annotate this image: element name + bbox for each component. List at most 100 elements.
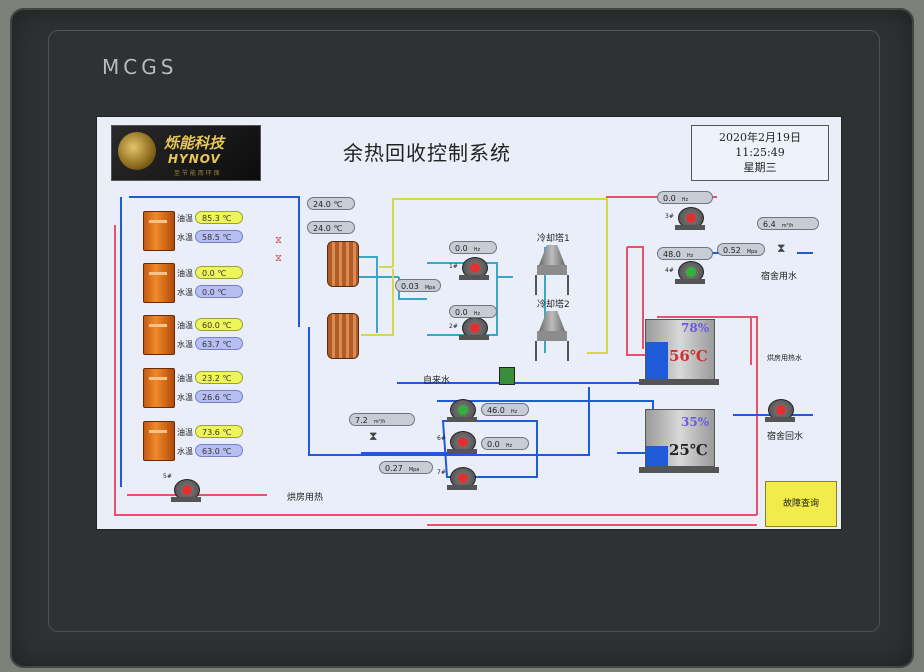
lower-tank-base [639, 467, 719, 473]
brand-label: MCGS [102, 55, 178, 79]
pump-tag: 5# [163, 473, 172, 480]
water-temp-value: 0.0 ℃ [195, 285, 243, 298]
main-pressure-value: 0.03 [401, 282, 419, 291]
upper-tank-base [639, 379, 719, 385]
heater-unit [143, 368, 175, 408]
lower-tank-level-bar [646, 446, 668, 466]
pump-2[interactable] [459, 317, 489, 341]
heat-exchanger-2 [327, 313, 359, 359]
pump-1-hz-value: 0.0 [455, 244, 468, 253]
pump-7[interactable] [447, 467, 477, 491]
time-text: 11:25:49 [735, 146, 785, 159]
lower-pump-frequency: 46.0 Hz [481, 403, 529, 416]
lower-water-tank [645, 409, 715, 467]
upper-tank-level: 78% [681, 321, 710, 335]
pump-2-hz-value: 0.0 [455, 308, 468, 317]
pump-1[interactable] [459, 257, 489, 281]
lower-pressure-value: 0.27 [385, 464, 403, 473]
water-temp-label: 水温 [177, 340, 193, 349]
heater-unit [143, 263, 175, 303]
pump-3[interactable] [675, 207, 705, 231]
bezel-inner-frame [48, 30, 880, 632]
pump-tag: 2# [449, 323, 458, 330]
hz-unit: Hz [510, 409, 518, 415]
tap-water-label: 自来水 [423, 376, 451, 386]
dorm-water-label: 宿舍用水 [761, 272, 798, 282]
valve-icon[interactable]: ⧖ [275, 253, 283, 264]
fault-query-button[interactable]: 故障查询 [765, 481, 837, 527]
oil-temp-value: 23.2 ℃ [195, 371, 243, 384]
lower-pump2-hz-value: 0.0 [487, 440, 500, 449]
lower-flow-meter: 7.2 m³/h [349, 413, 415, 426]
water-temp-value: 26.6 ℃ [195, 390, 243, 403]
weekday-text: 星期三 [743, 161, 777, 174]
oil-temp-label: 油温 [177, 269, 193, 278]
date-text: 2020年2月19日 [719, 131, 801, 144]
hmi-screen: 烁能科技 HYNOV 至 节 能 而 环 保 余热回收控制系统 2020年2月1… [96, 116, 842, 530]
lower-pump-hz-value: 46.0 [487, 406, 505, 415]
oil-temp-value: 85.3 ℃ [195, 211, 243, 224]
heat-exchanger-1 [327, 241, 359, 287]
pump-1-frequency: 0.0 Hz [449, 241, 497, 254]
dorm-return-label: 宿舍回水 [767, 432, 804, 442]
pump-tag: 4# [665, 267, 674, 274]
heater-unit [143, 315, 175, 355]
cooling-tower-1 [535, 245, 569, 295]
upper-tank-level-bar [646, 342, 668, 380]
cooling-tower-1-label: 冷却塔1 [537, 234, 570, 244]
hx-temp-1: 24.0 ℃ [307, 197, 355, 210]
pump-tag: 7# [437, 469, 446, 476]
oil-temp-label: 油温 [177, 428, 193, 437]
valve-icon[interactable]: ⧗ [777, 241, 786, 255]
logo-en-text: HYNOV [168, 152, 221, 166]
page-title: 余热回收控制系统 [343, 141, 511, 165]
water-temp-label: 水温 [177, 288, 193, 297]
valve-icon[interactable]: ⧗ [369, 429, 378, 443]
dorm-return-pump[interactable] [765, 399, 795, 423]
cooling-tower-2 [535, 311, 569, 361]
flow-unit: m³/h [373, 419, 386, 425]
hz-unit: Hz [473, 247, 481, 253]
pump-tag: 1# [449, 263, 458, 270]
water-temp-value: 63.7 ℃ [195, 337, 243, 350]
company-logo: 烁能科技 HYNOV 至 节 能 而 环 保 [111, 125, 261, 181]
upper-water-tank [645, 319, 715, 381]
oil-temp-value: 60.0 ℃ [195, 318, 243, 331]
bake-heat-label: 烘房用热 [287, 493, 324, 503]
pump-tag: 3# [665, 213, 674, 220]
circulation-pump[interactable] [171, 479, 201, 503]
heater-unit [143, 421, 175, 461]
water-temp-value: 63.0 ℃ [195, 444, 243, 457]
logo-slogan: 至 节 能 而 环 保 [174, 170, 220, 177]
cyan-pipes [341, 247, 546, 353]
flow-meter-icon [499, 367, 515, 385]
pump-6[interactable] [447, 431, 477, 455]
logo-cn-text: 烁能科技 [164, 134, 225, 152]
lower-tank-level: 35% [681, 415, 710, 429]
pressure-unit: Mpa [408, 467, 420, 473]
pump-5[interactable] [447, 399, 477, 423]
dorm-pressure-value: 0.52 [723, 246, 741, 255]
oil-temp-value: 0.0 ℃ [195, 266, 243, 279]
oil-temp-label: 油温 [177, 374, 193, 383]
flow-unit: m³/h [781, 223, 794, 229]
water-temp-label: 水温 [177, 393, 193, 402]
valve-icon[interactable]: ⧖ [275, 235, 283, 246]
water-temp-label: 水温 [177, 233, 193, 242]
water-temp-label: 水温 [177, 447, 193, 456]
water-temp-value: 58.5 ℃ [195, 230, 243, 243]
pump-tag: 6# [437, 435, 446, 442]
pump-4[interactable] [675, 261, 705, 285]
hz-unit: Hz [473, 311, 481, 317]
lower-flow-value: 7.2 [355, 416, 368, 425]
pump-2-frequency: 0.0 Hz [449, 305, 497, 318]
oil-temp-value: 73.6 ℃ [195, 425, 243, 438]
hz-unit: Hz [686, 253, 694, 259]
hz-unit: Hz [681, 197, 689, 203]
oil-temp-label: 油温 [177, 214, 193, 223]
